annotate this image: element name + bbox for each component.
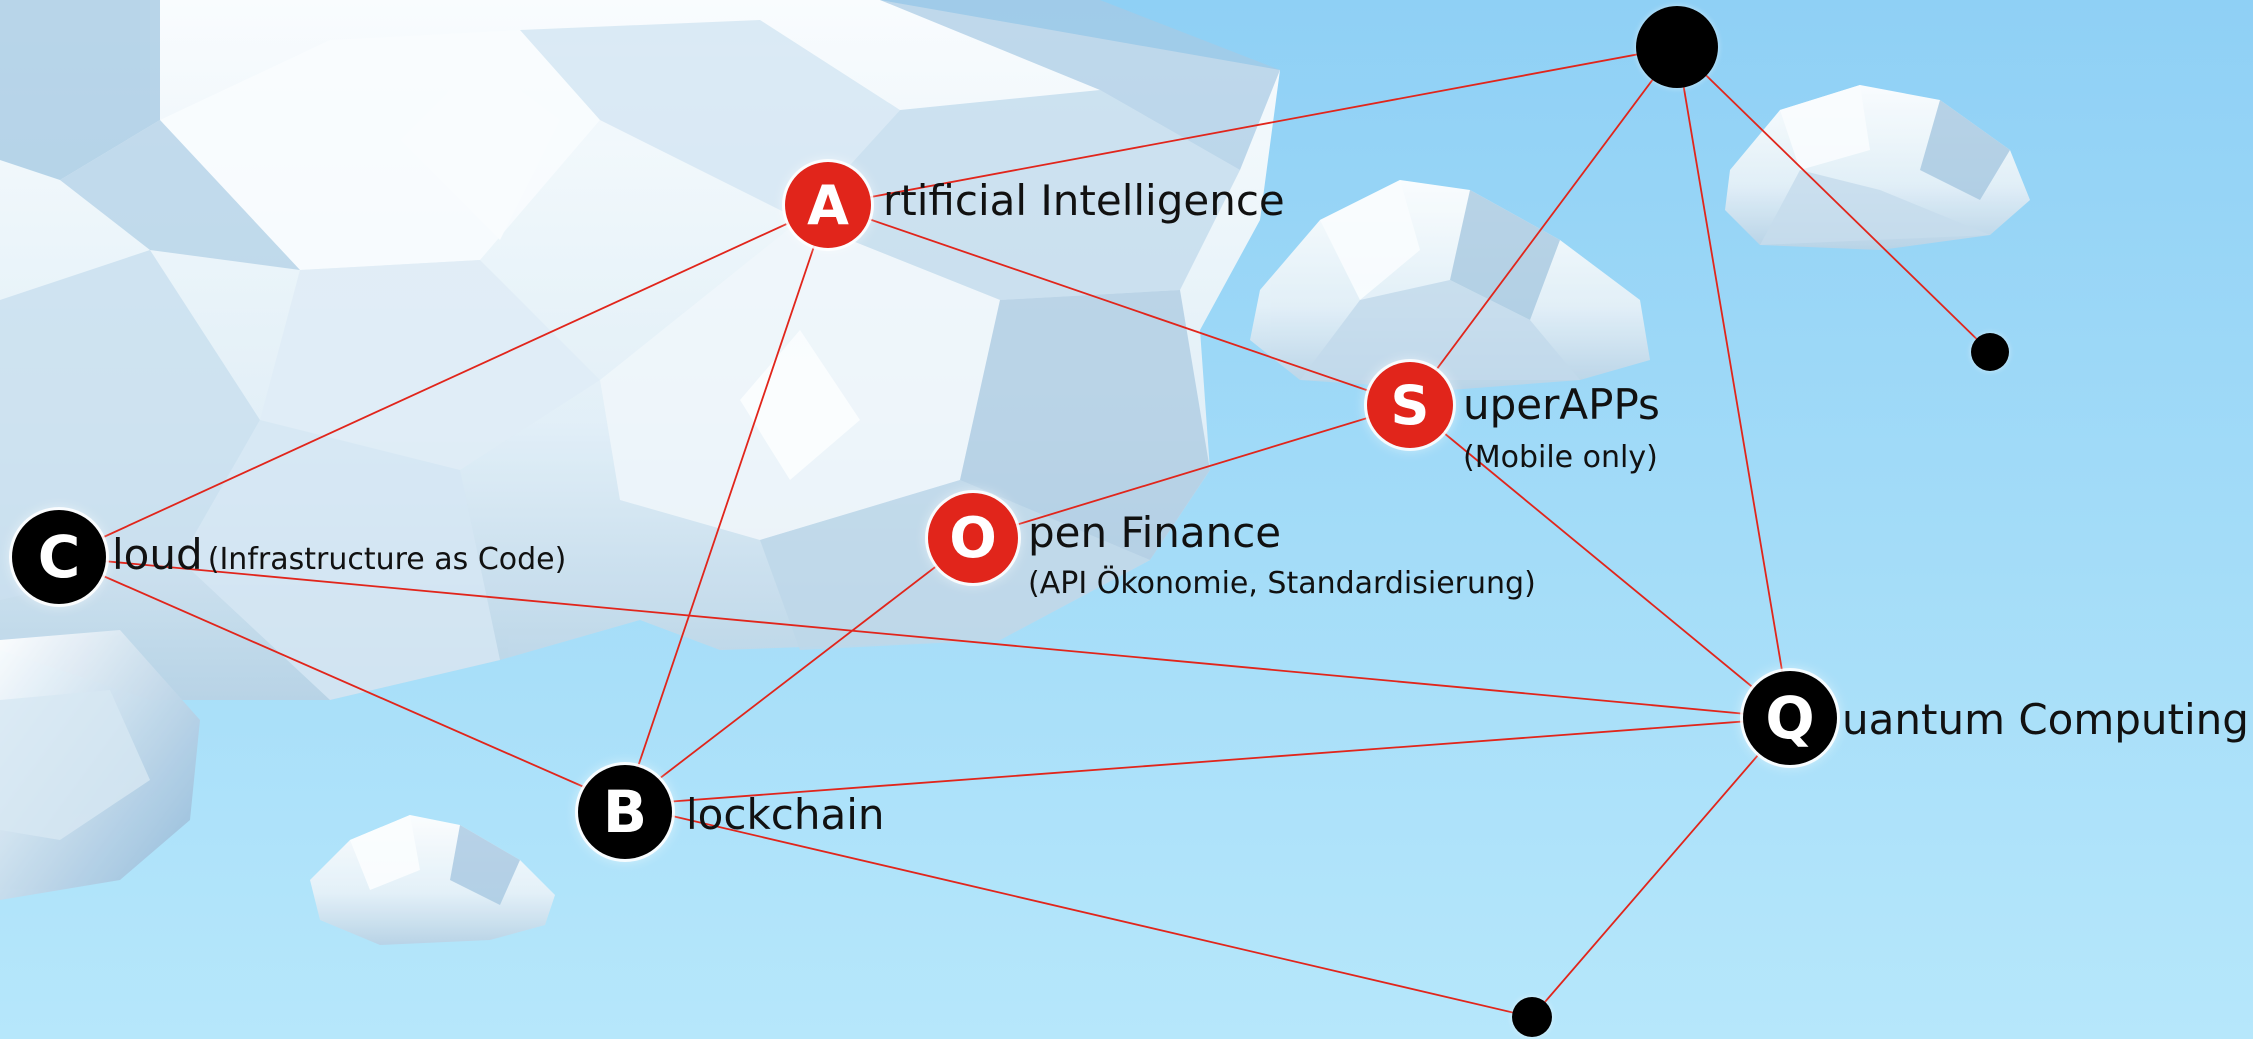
- left-lower-cloud: [0, 630, 200, 900]
- node-letter: Q: [1765, 684, 1815, 752]
- label-quantum-computing: uantum Computing: [1842, 695, 2249, 744]
- node-cloud: C: [12, 510, 106, 604]
- node-letter: C: [37, 523, 81, 591]
- label-superapps: uperAPPs: [1463, 380, 1660, 429]
- node-letter: S: [1390, 373, 1430, 437]
- node-letter: O: [949, 505, 997, 571]
- label-cloud: loud (Infrastructure as Code): [112, 530, 567, 579]
- sublabel-cloud: (Infrastructure as Code): [207, 542, 567, 577]
- node-artificial-intelligence: A: [785, 162, 871, 248]
- label-artificial-intelligence: rtificial Intelligence: [883, 176, 1285, 225]
- node-dot-top: [1636, 6, 1718, 88]
- cloud-small-bottom: [310, 815, 555, 945]
- node-open-finance: O: [928, 493, 1018, 583]
- node-dot-bottom: [1512, 997, 1552, 1037]
- cloud-top-right: [1725, 85, 2030, 250]
- label-open-finance: pen Finance: [1028, 508, 1282, 557]
- sublabel-open-finance: (API Ökonomie, Standardisierung): [1028, 566, 1536, 601]
- node-letter: B: [602, 778, 648, 846]
- network-edges: [59, 46, 1991, 1018]
- label-blockchain: lockchain: [686, 790, 885, 839]
- sublabel-superapps: (Mobile only): [1463, 440, 1658, 475]
- node-superapps: S: [1367, 362, 1453, 448]
- node-blockchain: B: [578, 765, 672, 859]
- node-quantum-computing: Q: [1743, 671, 1837, 765]
- node-letter: A: [807, 173, 849, 237]
- node-dot-right: [1971, 333, 2009, 371]
- cloud-near-superapps: [1250, 180, 1650, 390]
